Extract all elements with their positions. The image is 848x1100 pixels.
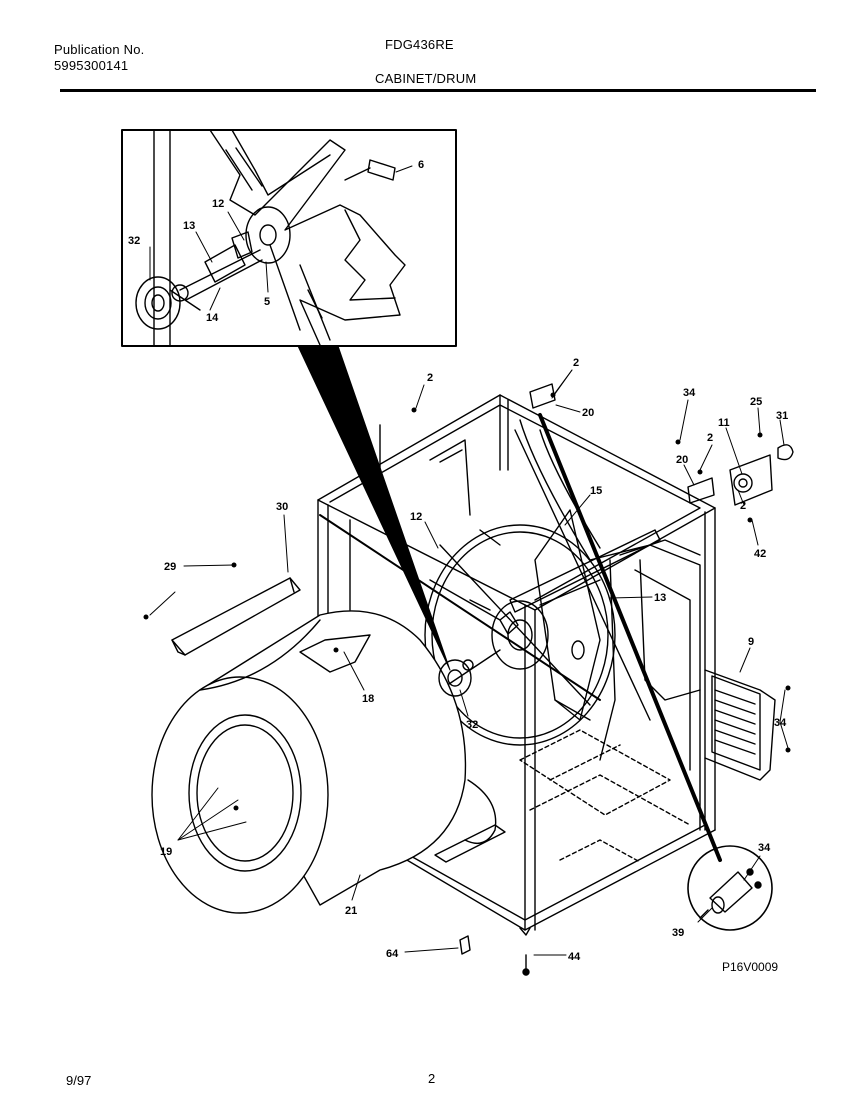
callout-30: 30	[276, 501, 288, 513]
leader-lines	[149, 165, 789, 956]
page-number: 2	[428, 1071, 436, 1086]
callout-5: 5	[264, 296, 270, 308]
callout-64: 64	[386, 948, 399, 960]
callout-2-right-low: 2	[740, 500, 746, 512]
rear-grille	[704, 669, 776, 781]
footer-date: 9/97	[66, 1073, 92, 1088]
publication-number: 5995300141	[54, 58, 129, 73]
callout-18: 18	[362, 693, 374, 705]
callout-12-inset: 12	[212, 198, 224, 210]
toe-panel	[171, 577, 301, 656]
section-title: CABINET/DRUM	[375, 71, 477, 86]
callout-34-top: 34	[683, 387, 696, 399]
screws	[143, 392, 791, 811]
switch-bracket	[529, 383, 794, 506]
callout-14: 14	[206, 312, 219, 324]
callout-9: 9	[748, 636, 754, 648]
callout-19: 19	[160, 846, 172, 858]
cabinet	[317, 394, 716, 931]
callout-34-bottom: 34	[758, 842, 771, 854]
callout-2-top: 2	[427, 372, 433, 384]
callout-42: 42	[754, 548, 766, 560]
drawing-code: P16V0009	[722, 960, 778, 974]
drum	[151, 610, 474, 914]
callout-39: 39	[672, 927, 684, 939]
callout-2-right: 2	[707, 432, 713, 444]
publication-label: Publication No.	[54, 42, 145, 57]
callout-32-main: 32	[466, 719, 478, 731]
callout-labels: 6 12 13 32 14 5 2 2 20 34 25 11 31 2 20 …	[128, 159, 788, 974]
callout-32-inset: 32	[128, 235, 140, 247]
callout-6: 6	[418, 159, 424, 171]
thermostat-detail	[687, 845, 773, 931]
callout-13-inset: 13	[183, 220, 195, 232]
callout-44: 44	[568, 951, 581, 963]
rear-bulkhead	[424, 429, 661, 746]
callout-34-right: 34	[774, 717, 787, 729]
callout-15: 15	[590, 485, 602, 497]
callout-31: 31	[776, 410, 788, 422]
callout-13-main: 13	[654, 592, 666, 604]
model-number: FDG436RE	[385, 37, 454, 52]
header-rule	[60, 89, 816, 92]
inset-detail	[121, 129, 457, 347]
callout-11: 11	[718, 417, 730, 429]
callout-20-right: 20	[676, 454, 688, 466]
callout-20-top: 20	[582, 407, 594, 419]
callout-12-main: 12	[410, 511, 422, 523]
callout-21: 21	[345, 905, 357, 917]
callout-29: 29	[164, 561, 176, 573]
callout-2-left: 2	[573, 357, 579, 369]
callout-25: 25	[750, 396, 762, 408]
